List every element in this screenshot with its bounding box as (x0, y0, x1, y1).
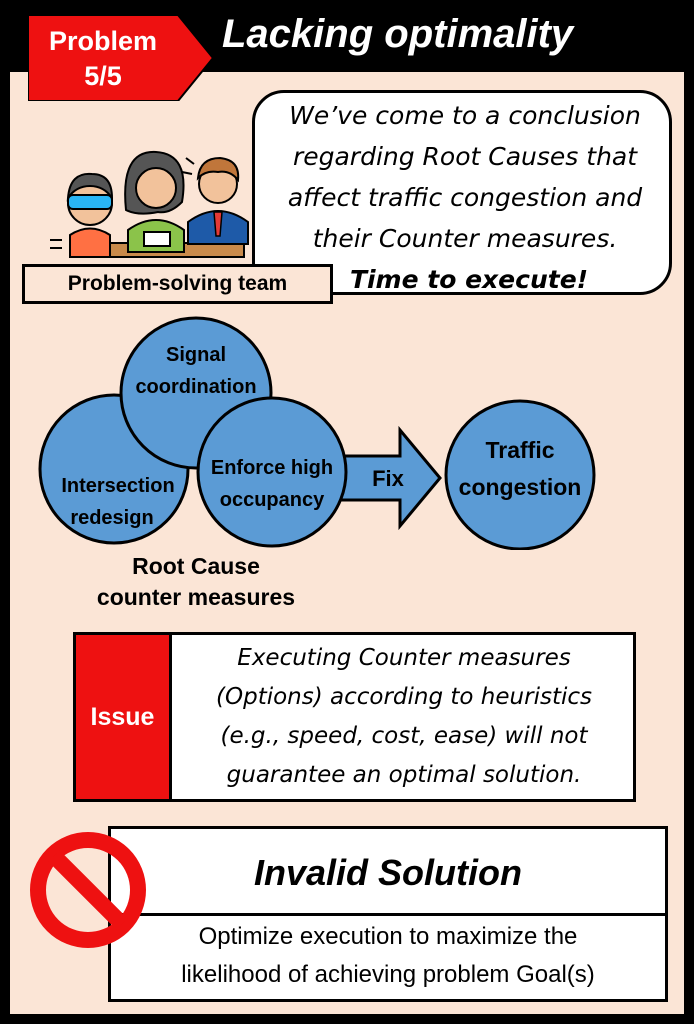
speech-line: regarding Root Causes that (292, 142, 638, 171)
circle-label-traffic-2: congestion (459, 474, 582, 500)
circle-label-signal-1: Signal (166, 344, 226, 366)
issue-text: Executing Counter measures (Options) acc… (175, 639, 633, 795)
problem-label-line1: Problem (48, 26, 158, 56)
issue-tag: Issue (76, 635, 172, 799)
root-cause-diagram: Fix Intersection redesign Signal coordin… (38, 316, 596, 550)
invalid-solution-line2: likelihood of achieving problem Goal(s) (181, 961, 595, 988)
root-cause-caption: Root Cause counter measures (62, 551, 330, 613)
circle-label-signal-2: coordination (135, 376, 256, 398)
problem-tag-arrow-icon (28, 15, 213, 101)
issue-line: guarantee an optimal solution. (226, 762, 582, 788)
speech-text: We’ve come to a conclusion regarding Roo… (270, 95, 660, 300)
problem-tag: Problem 5/5 (28, 15, 213, 101)
problem-label: Problem 5/5 (28, 24, 178, 94)
circle-label-occupancy-1: Enforce high (211, 457, 333, 479)
issue-box: Issue Executing Counter measures (Option… (73, 632, 636, 802)
invalid-solution-line1: Optimize execution to maximize the (198, 923, 578, 950)
team-label: Problem-solving team (22, 264, 333, 304)
invalid-solution-title: Invalid Solution (111, 829, 665, 916)
circle-label-occupancy-2: occupancy (220, 489, 325, 511)
circle-label-intersection-1: Intersection (61, 475, 174, 497)
invalid-solution-box: Invalid Solution Optimize execution to m… (108, 826, 668, 1002)
fix-arrow-label: Fix (372, 466, 405, 491)
issue-line: (e.g., speed, cost, ease) will not (220, 723, 588, 749)
speech-call-to-action: Time to execute! (349, 265, 589, 294)
speech-line: affect traffic congestion and (287, 183, 643, 212)
speech-bubble (252, 90, 672, 295)
circle-label-intersection-2: redesign (70, 507, 153, 529)
invalid-solution-text: Optimize execution to maximize the likel… (111, 918, 665, 994)
circle-enforce-high-occupancy (196, 396, 348, 548)
root-cause-caption-line1: Root Cause (132, 553, 260, 579)
speech-line: We’ve come to a conclusion (289, 101, 641, 130)
prohibited-icon (30, 832, 146, 948)
speech-line: their Counter measures. (312, 224, 618, 253)
circle-label-traffic-1: Traffic (485, 437, 554, 463)
team-illustration-icon (50, 150, 249, 258)
root-cause-caption-line2: counter measures (96, 584, 296, 610)
circle-traffic-congestion (444, 399, 596, 550)
problem-label-line2: 5/5 (84, 61, 122, 91)
issue-line: (Options) according to heuristics (216, 684, 592, 710)
issue-line: Executing Counter measures (237, 645, 571, 671)
page-title: Lacking optimality (222, 12, 574, 56)
